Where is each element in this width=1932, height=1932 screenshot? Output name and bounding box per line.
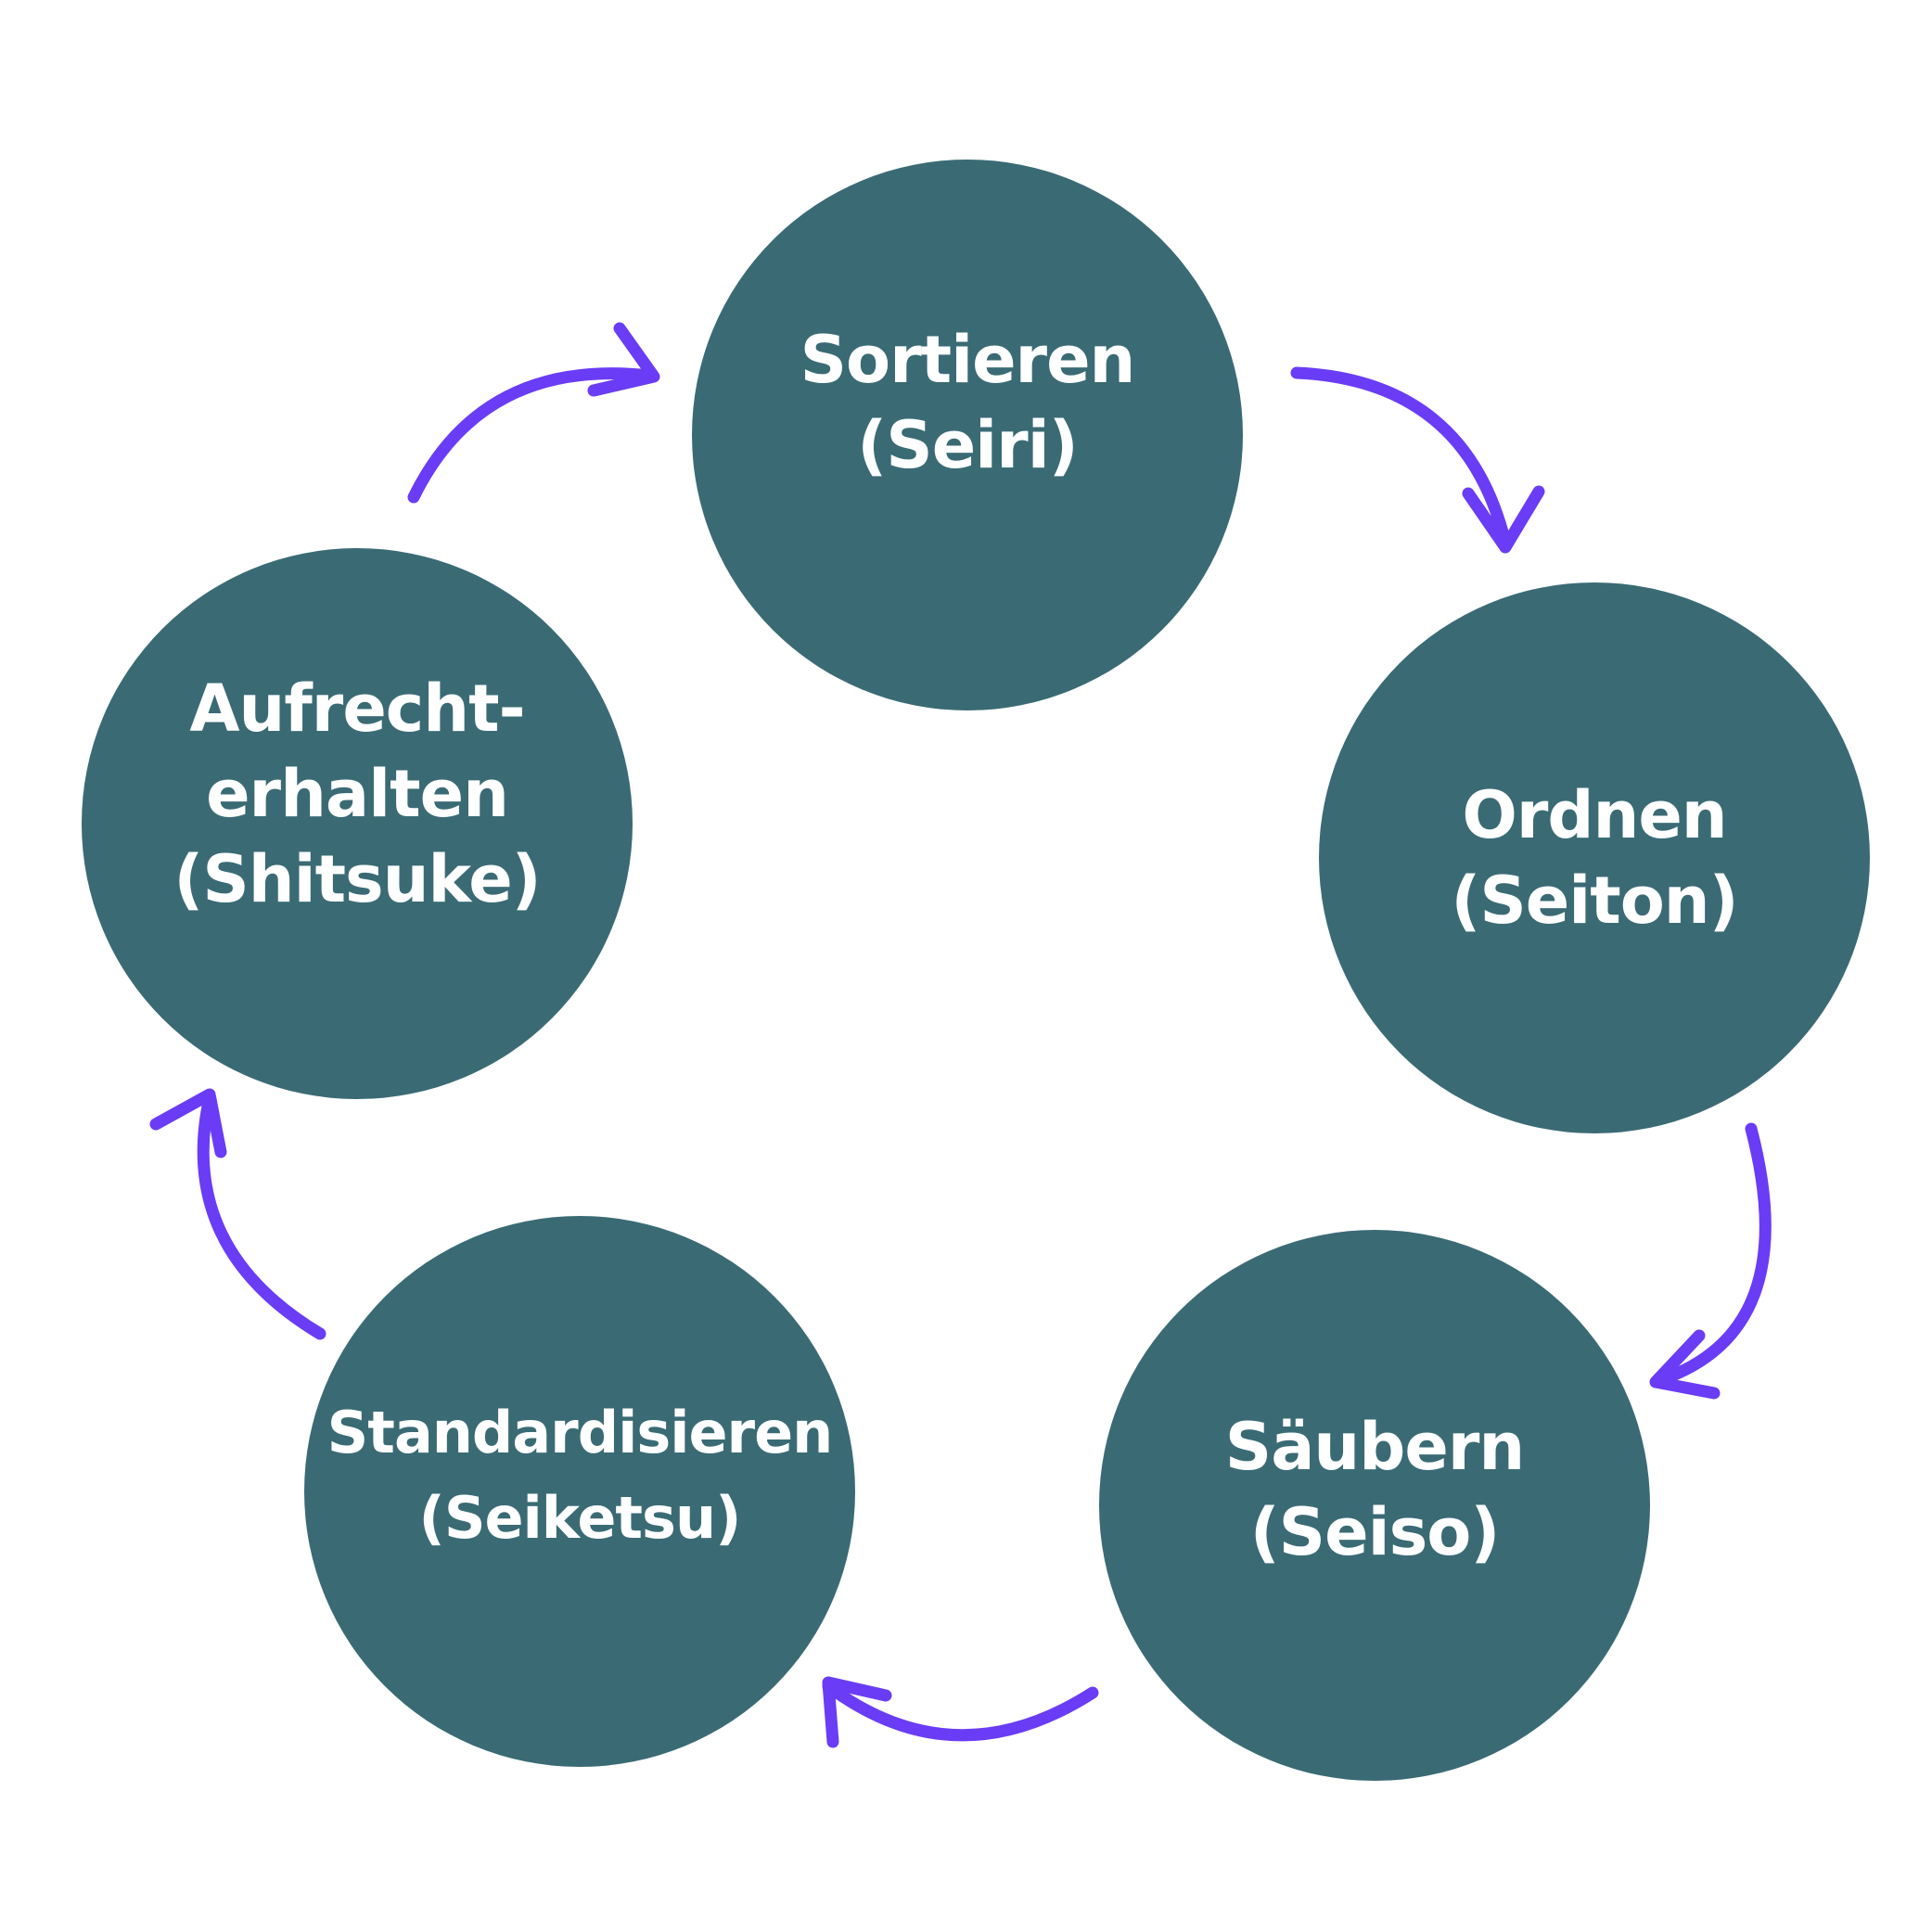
arrow-sortieren-to-ordnen <box>1290 366 1512 549</box>
arrow-aufrechterhalten-to-sortieren <box>407 367 656 504</box>
arrow-ordnen-to-saeubern <box>1654 1122 1772 1387</box>
arrow-head-aufrechterhalten-to-sortieren <box>587 322 660 397</box>
step-label-erhalten: erhalten <box>206 755 509 832</box>
arrow-head-sortieren-to-ordnen <box>1462 485 1545 554</box>
arrow-head-ordnen-to-saeubern <box>1649 1329 1721 1400</box>
arrow-head-saeubern-to-standardisieren <box>822 1676 892 1748</box>
step-label-sortieren: Sortieren <box>800 322 1136 398</box>
step-circle-aufrechterhalten: Aufrecht- erhalten (Shitsuke) <box>82 548 633 1099</box>
step-sublabel-seiton: (Seiton) <box>1451 863 1738 939</box>
step-label-ordnen: Ordnen <box>1462 777 1727 853</box>
arrow-standardisieren-to-aufrechterhalten <box>197 1091 326 1340</box>
step-sublabel-shitsuke: (Shitsuke) <box>173 840 541 917</box>
arrow-head-standardisieren-to-aufrechterhalten <box>149 1088 227 1158</box>
step-sublabel-seiketsu: (Seiketsu) <box>418 1483 742 1552</box>
step-circle-saeubern: Säubern (Seiso) <box>1099 1230 1650 1781</box>
step-label-aufrecht: Aufrecht- <box>189 670 525 747</box>
step-circle-ordnen: Ordnen (Seiton) <box>1319 582 1870 1133</box>
step-label-standardisieren: Standardisieren <box>326 1398 834 1466</box>
step-label-saeubern: Säubern <box>1224 1408 1525 1485</box>
step-sublabel-seiri: (Seiri) <box>857 407 1078 483</box>
step-sublabel-seiso: (Seiso) <box>1249 1493 1501 1570</box>
step-circle-sortieren: Sortieren (Seiri) <box>692 160 1243 710</box>
arrow-saeubern-to-standardisieren <box>822 1680 1099 1742</box>
step-circle-standardisieren: Standardisieren (Seiketsu) <box>304 1216 855 1767</box>
